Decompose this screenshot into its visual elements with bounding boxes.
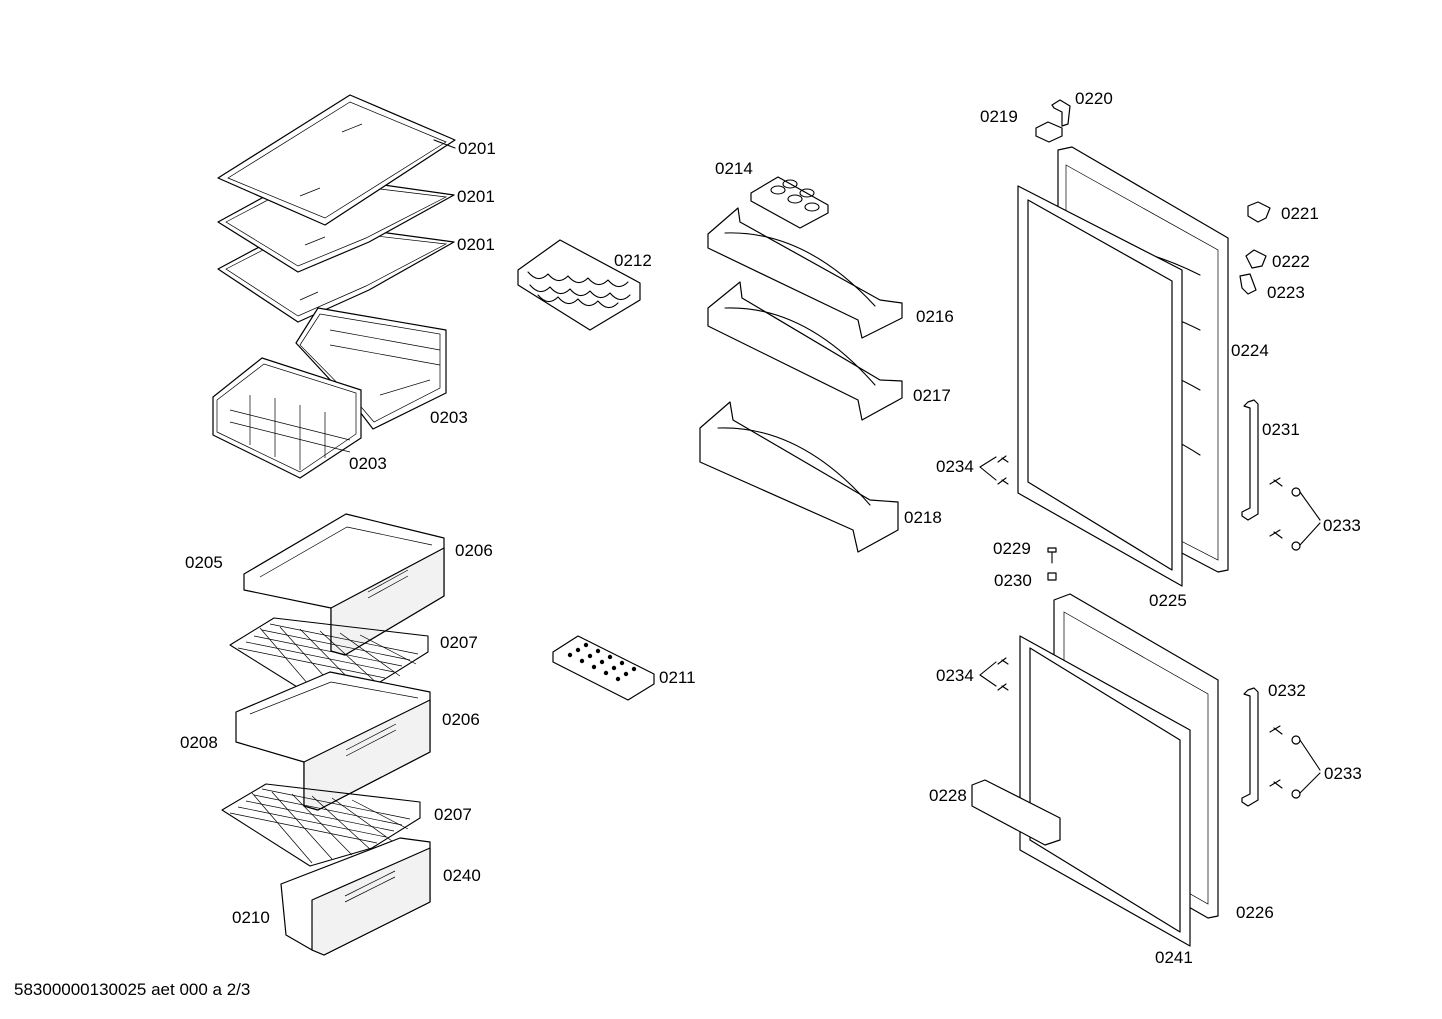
hinge-parts	[1035, 99, 1271, 295]
label-0223: 0223	[1267, 283, 1305, 302]
label-0234-a: 0234	[936, 457, 974, 476]
lower-door-handle-cover	[971, 779, 1061, 846]
label-0228: 0228	[929, 786, 967, 805]
door-shelf-upper	[707, 207, 903, 339]
label-0205: 0205	[185, 553, 223, 572]
label-0225: 0225	[1149, 591, 1187, 610]
wire-basket-front	[212, 357, 362, 479]
bottle-rack	[517, 239, 641, 331]
drawer-middle	[235, 671, 431, 811]
label-0203-a: 0203	[430, 408, 468, 427]
label-0221: 0221	[1281, 204, 1319, 223]
lower-door-gasket	[1019, 635, 1191, 947]
label-0206-a: 0206	[455, 541, 493, 560]
screws-lower-door	[979, 657, 1321, 799]
door-shelves	[699, 207, 903, 553]
label-0201-b: 0201	[457, 187, 495, 206]
label-0210: 0210	[232, 908, 270, 927]
egg-tray	[750, 176, 829, 229]
label-0233-b: 0233	[1324, 764, 1362, 783]
label-0230: 0230	[994, 571, 1032, 590]
label-0224: 0224	[1231, 341, 1269, 360]
label-0207-b: 0207	[434, 805, 472, 824]
label-0211: 0211	[659, 668, 696, 687]
label-0214: 0214	[715, 159, 753, 178]
grid-lower	[221, 783, 421, 867]
glass-shelf-1	[217, 94, 456, 226]
screws-upper-door	[979, 455, 1321, 551]
upper-door-gasket	[1017, 185, 1183, 587]
label-0201-c: 0201	[457, 235, 495, 254]
label-0203-b: 0203	[349, 454, 387, 473]
label-0222: 0222	[1272, 252, 1310, 271]
label-0231: 0231	[1262, 420, 1300, 439]
label-0201-a: 0201	[458, 139, 496, 158]
wire-baskets	[212, 307, 447, 479]
label-0206-b: 0206	[442, 710, 480, 729]
label-0207-a: 0207	[440, 633, 478, 652]
label-0218: 0218	[904, 508, 942, 527]
upper-door-assembly	[1017, 146, 1229, 587]
label-0232: 0232	[1268, 681, 1306, 700]
door-handles	[1241, 399, 1259, 807]
ice-cube-tray	[552, 635, 655, 701]
lower-door-assembly	[971, 593, 1219, 947]
glass-shelves	[217, 94, 456, 323]
label-0240: 0240	[443, 866, 481, 885]
door-shelf-lower	[699, 401, 899, 553]
drawer-bottom	[280, 837, 431, 956]
label-0234-b: 0234	[936, 666, 974, 685]
label-0229: 0229	[993, 539, 1031, 558]
label-0216: 0216	[916, 307, 954, 326]
label-0212: 0212	[614, 251, 652, 270]
label-0233-a: 0233	[1323, 516, 1361, 535]
drawers	[221, 513, 445, 956]
door-shelf-middle	[707, 281, 903, 421]
label-0241: 0241	[1155, 948, 1193, 967]
label-0217: 0217	[913, 386, 951, 405]
handle-lower	[1241, 687, 1259, 807]
label-0220: 0220	[1075, 89, 1113, 108]
drawing-reference-footer: 58300000130025 aet 000 a 2/3	[14, 980, 251, 999]
handle-upper	[1241, 399, 1259, 521]
screws	[979, 455, 1321, 799]
part-labels: 0201 0201 0201 0203 0203 0205 0206 0207 …	[180, 89, 1362, 967]
label-0226: 0226	[1236, 903, 1274, 922]
label-0208: 0208	[180, 733, 218, 752]
label-0219: 0219	[980, 107, 1018, 126]
